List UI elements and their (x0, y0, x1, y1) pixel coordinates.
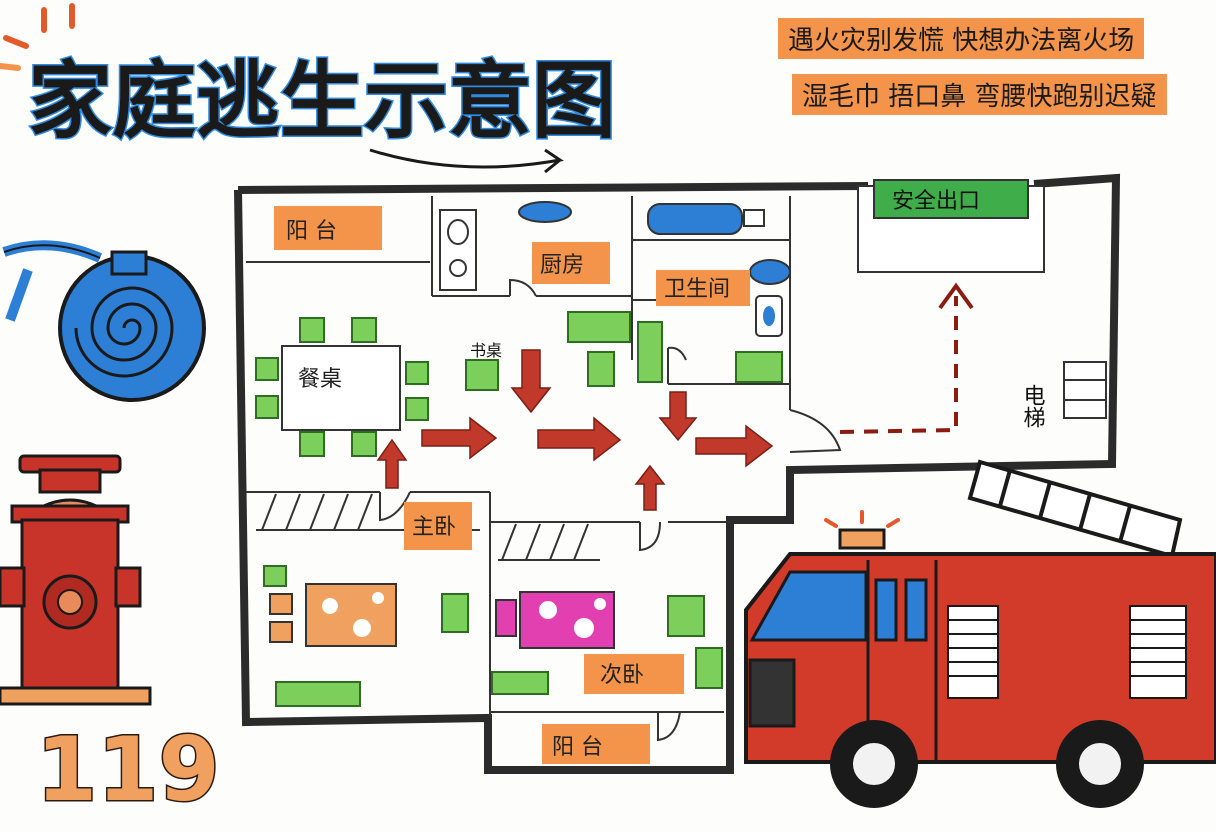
elevator: 电梯 (1020, 361, 1107, 428)
floor-plan: 餐桌 电梯 安全出口 (234, 173, 1121, 774)
elevator-label: 电梯 (1020, 384, 1046, 428)
slogans-box: 遇火灾别发慌 快想办法离火场 湿毛巾 捂口鼻 弯腰快跑别迟疑 (778, 18, 1167, 115)
truck-ladder (967, 459, 1183, 559)
escape-arrows (376, 349, 774, 511)
kitchen-label: 厨房 (540, 253, 584, 278)
emergency-number: 119 (36, 718, 220, 821)
second-bedroom-label: 次卧 (600, 663, 644, 688)
closet-hatching (261, 493, 589, 561)
arrow-up-2 (634, 464, 666, 511)
arrow-up-1 (376, 438, 408, 489)
bathtub (647, 203, 791, 337)
arrow-right-3 (695, 424, 774, 468)
arrow-right-1 (421, 416, 498, 460)
safety-exit-label: 安全出口 (892, 189, 980, 214)
slogan-line-1: 遇火灾别发慌 快想办法离火场 (778, 18, 1145, 59)
truck-wheels (830, 720, 1144, 808)
furniture-green (263, 311, 783, 707)
decoration-marks (0, 3, 75, 71)
safety-exit[interactable]: 安全出口 (857, 179, 1045, 273)
study-label: 书桌 (470, 341, 502, 360)
page-title: 家庭逃生示意图 (28, 52, 616, 150)
dining-table-label: 餐桌 (298, 367, 342, 392)
dashed-exit-path (839, 282, 974, 434)
title-underline-arrow (369, 148, 564, 174)
dining-table: 餐桌 (255, 317, 429, 457)
arrow-right-2 (537, 416, 622, 462)
fire-hose-icon (2, 240, 206, 402)
arrow-down-2 (658, 391, 698, 442)
slogan-line-2: 湿毛巾 捂口鼻 弯腰快跑别迟疑 (792, 74, 1167, 115)
room-labels: 阳 台 厨房 卫生间 主卧 次卧 阳 台 书桌 (274, 206, 750, 764)
arrow-down-1 (510, 349, 552, 414)
second-bed (495, 591, 615, 649)
balcony-bottom-label: 阳 台 (552, 735, 603, 760)
master-bedroom-label: 主卧 (412, 515, 456, 540)
bathroom-label: 卫生间 (664, 277, 730, 302)
sink-fixture (439, 201, 572, 291)
master-bed (269, 583, 397, 647)
balcony-top-label: 阳 台 (286, 219, 337, 244)
outer-walls (234, 173, 1121, 774)
fire-hydrant-icon (0, 454, 152, 706)
door-arcs (379, 278, 842, 742)
fire-truck-icon (744, 459, 1216, 808)
